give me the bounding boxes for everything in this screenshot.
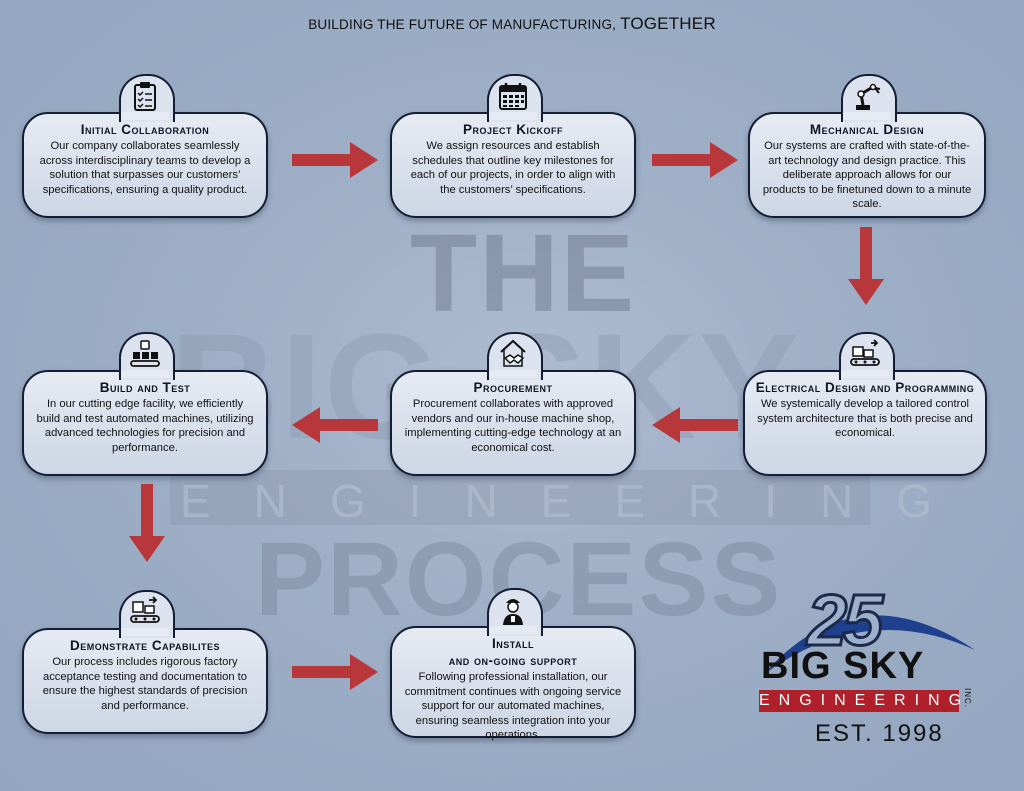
step-title: Electrical Design and Programming xyxy=(755,380,975,395)
step-initial-collaboration: Initial Collaboration Our company collab… xyxy=(22,74,268,218)
step-mechanical-design: Mechanical Design Our systems are crafte… xyxy=(748,74,986,218)
big-sky-logo: 25 BIG SKY ENGINEERING INC. EST. 1998 xyxy=(755,580,985,750)
step-title: Project Kickoff xyxy=(462,122,563,137)
logo-inc: INC. xyxy=(963,688,972,708)
arrow-right-1 xyxy=(292,142,378,178)
step-build-and-test: Build and Test In our cutting edge facil… xyxy=(22,332,268,476)
page-header: BUILDING THE FUTURE OF MANUFACTURING, TO… xyxy=(0,14,1024,34)
clipboard-checklist-icon xyxy=(134,82,156,111)
logo-arc-icon xyxy=(763,615,975,675)
conveyor-boxes-icon xyxy=(850,339,880,366)
step-title: Procurement xyxy=(473,380,553,395)
header-emphasis: TOGETHER xyxy=(620,14,716,33)
arrow-right-3 xyxy=(292,654,378,690)
robot-arm-icon xyxy=(856,83,881,110)
logo-name: BIG SKY xyxy=(761,645,925,687)
handshake-house-icon xyxy=(500,339,526,367)
step-title: Build and Test xyxy=(99,380,191,395)
step-procurement: Procurement Procurement collaborates wit… xyxy=(390,332,636,476)
step-description: Our process includes rigorous factory ac… xyxy=(42,656,248,712)
logo-est: EST. 1998 xyxy=(815,720,944,747)
step-description: Our systems are crafted with state-of-th… xyxy=(762,140,972,210)
step-title: Demonstrate Capabilites xyxy=(70,638,220,653)
step-title: Mechanical Design xyxy=(809,122,925,137)
header-prefix: BUILDING THE FUTURE OF MANUFACTURING, xyxy=(308,17,621,32)
technician-icon xyxy=(503,599,523,625)
step-title: Initial Collaboration xyxy=(80,122,210,137)
arrow-right-2 xyxy=(652,142,738,178)
watermark-band xyxy=(170,470,870,525)
calendar-icon xyxy=(499,83,527,110)
arrow-down-1 xyxy=(848,227,884,305)
step-description: We systemically develop a tailored contr… xyxy=(757,398,973,439)
arrow-left-1 xyxy=(652,407,738,443)
watermark-engineering: ENGINEERING xyxy=(180,475,976,527)
step-subtitle: and on-going support xyxy=(448,653,578,668)
arrow-down-2 xyxy=(129,484,165,562)
step-project-kickoff: Project Kickoff We assign resources and … xyxy=(390,74,636,218)
step-description: Our company collaborates seamlessly acro… xyxy=(39,140,251,196)
step-install-support: Install and on-going support Following p… xyxy=(390,588,636,741)
step-description: Following professional installation, our… xyxy=(404,671,622,741)
step-title: Install xyxy=(491,636,535,651)
step-description: In our cutting edge facility, we efficie… xyxy=(36,398,254,454)
assembly-line-icon xyxy=(130,340,160,367)
logo-number: 25 xyxy=(805,580,884,663)
conveyor-demo-icon xyxy=(130,596,160,623)
step-description: Procurement collaborates with approved v… xyxy=(404,398,622,454)
step-description: We assign resources and establish schedu… xyxy=(410,140,616,196)
step-electrical-design: Electrical Design and Programming We sys… xyxy=(743,332,987,476)
logo-sub: ENGINEERING xyxy=(759,690,961,712)
step-demonstrate-capabilities: Demonstrate Capabilites Our process incl… xyxy=(22,590,268,734)
watermark-the: THE xyxy=(410,212,636,335)
arrow-left-2 xyxy=(292,407,378,443)
